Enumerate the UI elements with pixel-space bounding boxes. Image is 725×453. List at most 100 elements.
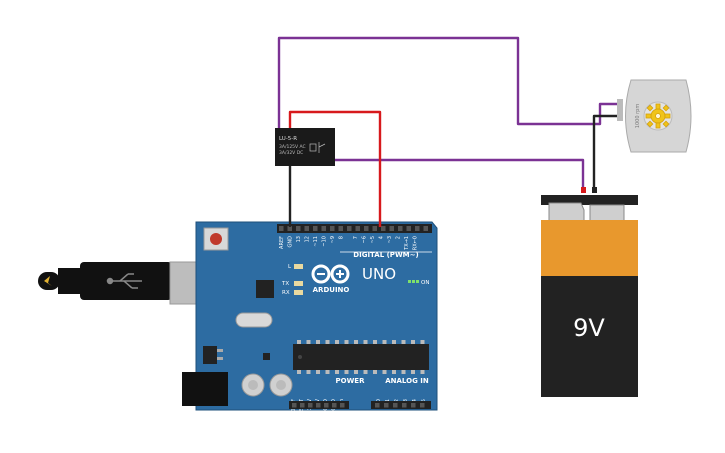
chip-pin — [354, 340, 358, 344]
chip-pin — [363, 370, 368, 374]
header-pin-hole[interactable] — [321, 226, 327, 231]
header-pin-hole[interactable] — [389, 226, 395, 231]
chip-pin — [401, 370, 406, 374]
battery-cap — [541, 195, 638, 205]
motor-rpm-label: 1000 rpm — [635, 104, 641, 129]
header-pin-hole[interactable] — [308, 403, 313, 408]
battery-9v: 9V — [541, 187, 638, 397]
on-led-dot — [412, 280, 415, 283]
chip-pin — [306, 370, 311, 374]
relay-body — [275, 128, 335, 166]
header-pin-hole[interactable] — [393, 403, 398, 408]
reset-button-cap[interactable] — [210, 233, 222, 245]
chip-pin — [316, 370, 320, 374]
digital-pin-label: ~9 — [330, 236, 336, 243]
led-tx — [294, 281, 303, 286]
header-pin-hole[interactable] — [355, 226, 361, 231]
chip-pin — [401, 340, 406, 344]
usb-plug-tip — [38, 272, 60, 290]
battery-positive-connector — [581, 187, 586, 193]
chip-pin — [325, 370, 330, 374]
digital-header-holes — [279, 226, 428, 231]
header-pin-hole[interactable] — [338, 226, 344, 231]
header-pin-hole[interactable] — [279, 226, 284, 231]
header-pin-hole[interactable] — [347, 226, 352, 231]
relay-model: LU-5-R — [279, 136, 297, 142]
header-pin-hole[interactable] — [423, 226, 429, 231]
battery-voltage-label: 9V — [573, 314, 605, 342]
bottom-header-holes — [292, 403, 425, 408]
header-pin-hole[interactable] — [313, 226, 318, 231]
chip-pin — [335, 370, 339, 374]
voltage-regulator — [203, 346, 217, 364]
usb-symbol-icon — [106, 273, 142, 289]
header-pin-hole[interactable] — [304, 226, 310, 231]
led-tx-label: TX — [281, 281, 289, 287]
usb-bolt-icon — [44, 276, 52, 286]
header-pin-hole[interactable] — [420, 403, 425, 408]
on-led-dot — [408, 280, 411, 283]
smd-component — [263, 353, 270, 360]
atmega-chip — [293, 344, 429, 370]
chip-pin — [420, 340, 425, 344]
relay-schematic-icon — [309, 142, 326, 153]
chip-pin — [306, 340, 311, 344]
digital-header — [277, 224, 432, 233]
chip-pin — [411, 370, 415, 374]
header-pin-hole[interactable] — [372, 226, 378, 231]
chip-pin — [344, 370, 349, 374]
header-pin-hole[interactable] — [330, 226, 335, 231]
chip-pin — [354, 370, 358, 374]
usb-cable-segment — [58, 268, 80, 294]
wire-purple-relay-to-motor — [277, 36, 620, 132]
header-pin-hole[interactable] — [415, 226, 420, 231]
led-rx — [294, 290, 303, 295]
header-pin-hole[interactable] — [406, 226, 412, 231]
analog-header — [371, 401, 431, 409]
chip-pin — [392, 340, 396, 344]
on-led-dot — [416, 280, 419, 283]
relay-module: LU-5-R 3A/125V AC 3A/32V DC — [275, 128, 335, 166]
digital-pin-label: GND — [288, 236, 294, 248]
battery-terminal-positive — [548, 202, 585, 223]
analog-header-label: ANALOG IN — [385, 377, 429, 385]
digital-pin-label: ~10 — [322, 236, 328, 247]
header-pin-hole[interactable] — [402, 403, 407, 408]
header-pin-hole[interactable] — [340, 403, 345, 408]
regulator-pin — [217, 357, 223, 360]
chip-pin — [373, 370, 377, 374]
digital-pin-label: 4 — [379, 236, 385, 239]
header-pin-hole[interactable] — [364, 226, 369, 231]
battery-negative-connector — [592, 187, 597, 193]
digital-pin-label: ~3 — [387, 236, 393, 243]
chip-pin — [363, 340, 368, 344]
chip-notch — [298, 355, 302, 359]
header-pin-hole[interactable] — [332, 403, 337, 408]
digital-pin-label: AREF — [279, 236, 285, 249]
usb-cable — [38, 261, 209, 305]
header-pin-hole[interactable] — [324, 403, 329, 408]
led-l-label: L — [288, 264, 292, 270]
header-pin-hole[interactable] — [411, 403, 416, 408]
usb-chip — [256, 280, 274, 298]
header-pin-hole[interactable] — [300, 403, 305, 408]
header-pin-hole[interactable] — [398, 226, 403, 231]
header-pin-hole[interactable] — [384, 403, 389, 408]
arduino-brand: ARDUINO — [313, 286, 350, 294]
header-pin-hole[interactable] — [381, 226, 386, 231]
wire-purple-relay-to-battery — [330, 158, 585, 188]
capacitor-top — [248, 380, 258, 390]
battery-label-band — [541, 220, 638, 277]
arduino-logo-icon — [311, 264, 350, 284]
wire-red-relay-to-pin — [288, 110, 382, 227]
header-pin-hole[interactable] — [375, 403, 380, 408]
digital-pin-label: 13 — [296, 236, 302, 242]
crystal-oscillator — [235, 312, 273, 328]
header-pin-hole[interactable] — [296, 226, 301, 231]
header-pin-hole[interactable] — [292, 403, 297, 408]
header-pin-hole[interactable] — [316, 403, 321, 408]
chip-pin — [382, 340, 387, 344]
header-pin-hole[interactable] — [287, 226, 293, 231]
